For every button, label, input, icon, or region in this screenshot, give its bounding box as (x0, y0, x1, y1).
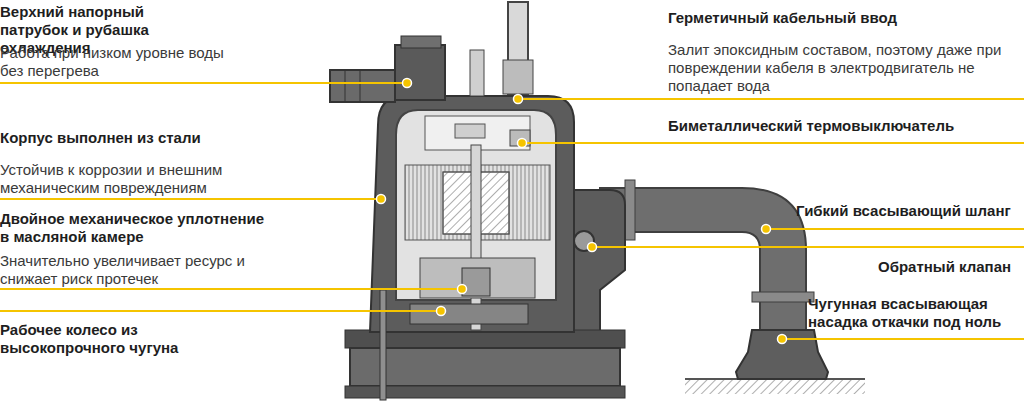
shaft (471, 145, 481, 330)
leader-line (522, 142, 1024, 144)
hose-clamp (625, 180, 635, 240)
leader-dot (458, 285, 467, 294)
leader-line (766, 228, 1024, 230)
leader-dot (403, 79, 412, 88)
leader-line (0, 288, 462, 290)
callout-heading: Двойное механическое уплотнение в маслян… (0, 210, 265, 246)
pump-foot (350, 348, 620, 386)
leader-line (0, 310, 441, 312)
leader-line (0, 82, 407, 84)
leader-line (592, 246, 1024, 248)
outlet-cap (401, 36, 441, 48)
callout-heading: Биметаллический термовыключатель (668, 117, 998, 135)
leader-dot (518, 139, 527, 148)
callout-heading: Герметичный кабельный ввод (668, 9, 968, 27)
callout-heading: Рабочее колесо из высокопрочного чугуна (0, 321, 265, 357)
outlet-chamber (395, 45, 445, 100)
suction-hose (600, 180, 814, 330)
suction-foot (736, 330, 828, 379)
ground-hatch (685, 380, 865, 394)
callout-heading: Гибкий всасывающий шланг (796, 202, 1024, 220)
bolt (380, 290, 386, 400)
callout-description: Устойчив к коррозии и внешним механическ… (0, 161, 262, 197)
callout-description: Значительно увеличивает ресурс и снижает… (0, 252, 250, 288)
leader-line (782, 338, 1024, 340)
leader-line (518, 98, 1024, 100)
callout-heading: Корпус выполнен из стали (0, 129, 260, 147)
nozzle-rib (345, 70, 346, 102)
callout-description: Работа при низком уровне воды без перегр… (0, 44, 240, 80)
leader-dot (778, 335, 787, 344)
float-lever (470, 50, 484, 96)
pump-housing (370, 96, 574, 332)
bottom-plate (345, 386, 625, 398)
leader-lines (0, 83, 1024, 339)
callout-heading: Обратный клапан (878, 258, 1024, 276)
leader-dot (437, 307, 446, 316)
cable-gland (503, 60, 533, 94)
ground (685, 379, 865, 394)
leader-dot (514, 95, 523, 104)
nozzle-rib (360, 70, 361, 102)
leader-dot (588, 243, 597, 252)
outlet-nozzle (330, 70, 395, 102)
leader-line (0, 198, 381, 200)
leader-dot (762, 225, 771, 234)
impeller (410, 304, 528, 324)
hose-clamp (752, 292, 814, 302)
callout-heading: Чугунная всасывающая насадка откачки под… (808, 295, 1024, 331)
callout-description: Залит эпоксидным составом, поэтому даже … (668, 41, 1018, 95)
terminal-block (455, 124, 485, 138)
oil-chamber (420, 258, 535, 298)
leader-dot (377, 195, 386, 204)
